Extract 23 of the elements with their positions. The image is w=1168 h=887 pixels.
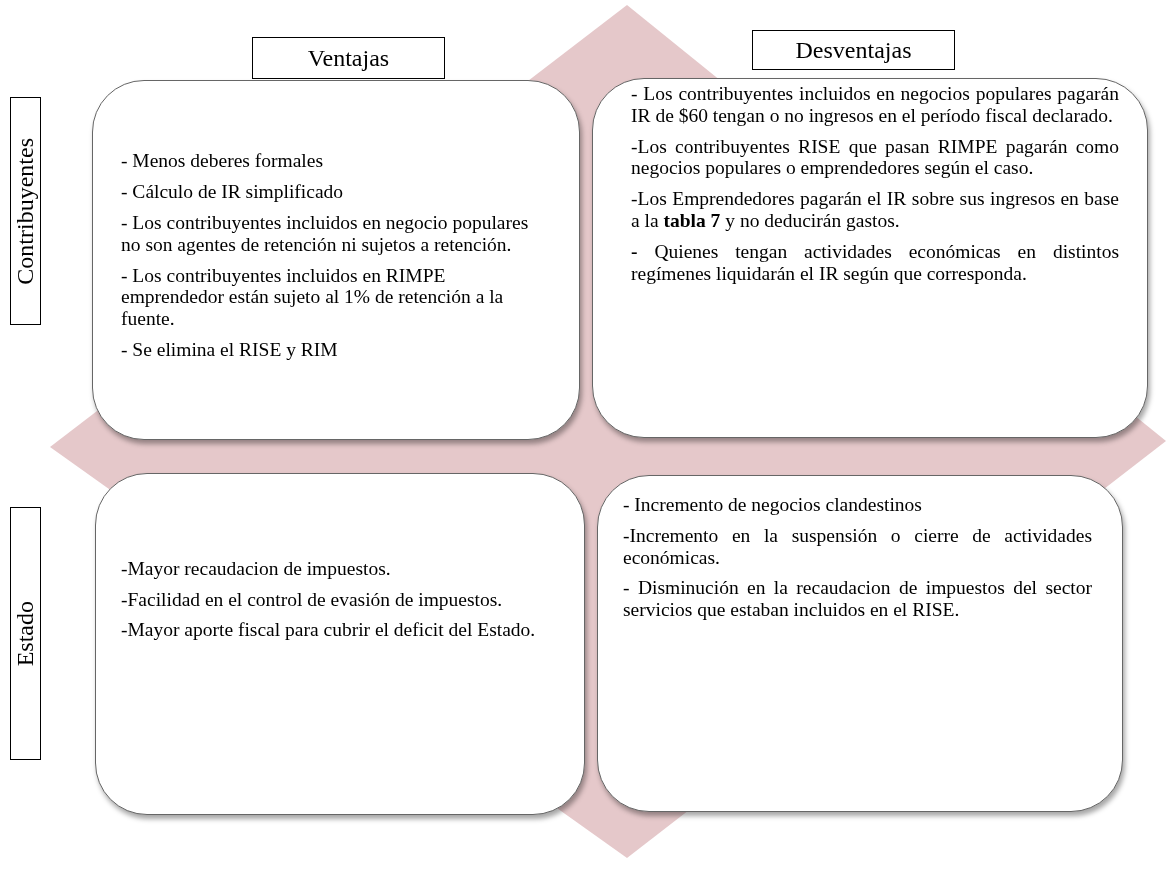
bullet-text: -Mayor recaudacion de impuestos.: [121, 557, 392, 580]
row-header: Estado: [12, 600, 39, 667]
row-header: Contribuyentes: [12, 137, 39, 285]
bullet-text: - Los contribuyentes incluidos en negocio populares no son agentes de retención ni sujetos a retención.: [121, 211, 530, 256]
bullet-text: -Incremento en la suspensión o cierre de actividades económicas.: [623, 524, 1092, 569]
bullet-text: -Mayor aporte fiscal para cubrir el deficit del Estado.: [121, 619, 537, 642]
column-header: Desventajas: [752, 30, 955, 70]
quadrant-card: [92, 80, 580, 440]
quadrant-card: [597, 475, 1123, 812]
bullet-text: - Quienes tengan actividades económicas en distintos regímenes liquidarán el IR según que corresponda.: [631, 240, 1119, 285]
bullet-text: - Menos deberes formales: [121, 150, 324, 172]
bullet-text: -Facilidad en el control de evasión de impuestos.: [121, 588, 504, 611]
bullet-text: - Los contribuyentes incluidos en negocios populares pagarán IR de $60 tengan o no ingresos en el período fiscal declarado.: [631, 83, 1119, 127]
bullet-text: - Cálculo de IR simplificado: [121, 181, 345, 203]
column-header: Ventajas: [252, 37, 445, 79]
bullet-text: - Los contribuyentes incluidos en RIMPE emprendedor están sujeto al 1% de retención a la fuente.: [121, 264, 505, 330]
bullet-text: - Se elimina el RISE y RIM: [121, 339, 339, 361]
quadrant-card: [95, 473, 585, 815]
bullet-text: -Los Emprendedores pagarán el IR sobre sus ingresos en base a la tabla 7 y no deducirán gastos.: [631, 188, 1119, 232]
bullet-text: - Incremento de negocios clandestinos: [623, 494, 923, 516]
quadrant-card: [592, 78, 1148, 438]
bullet-text: -Los contribuyentes RISE que pasan RIMPE pagarán como negocios populares o emprendedores según el caso.: [631, 135, 1119, 180]
bullet-text: - Disminución en la recaudacion de impuestos del sector servicios que estaban incluidos en el RISE.: [623, 577, 1092, 622]
